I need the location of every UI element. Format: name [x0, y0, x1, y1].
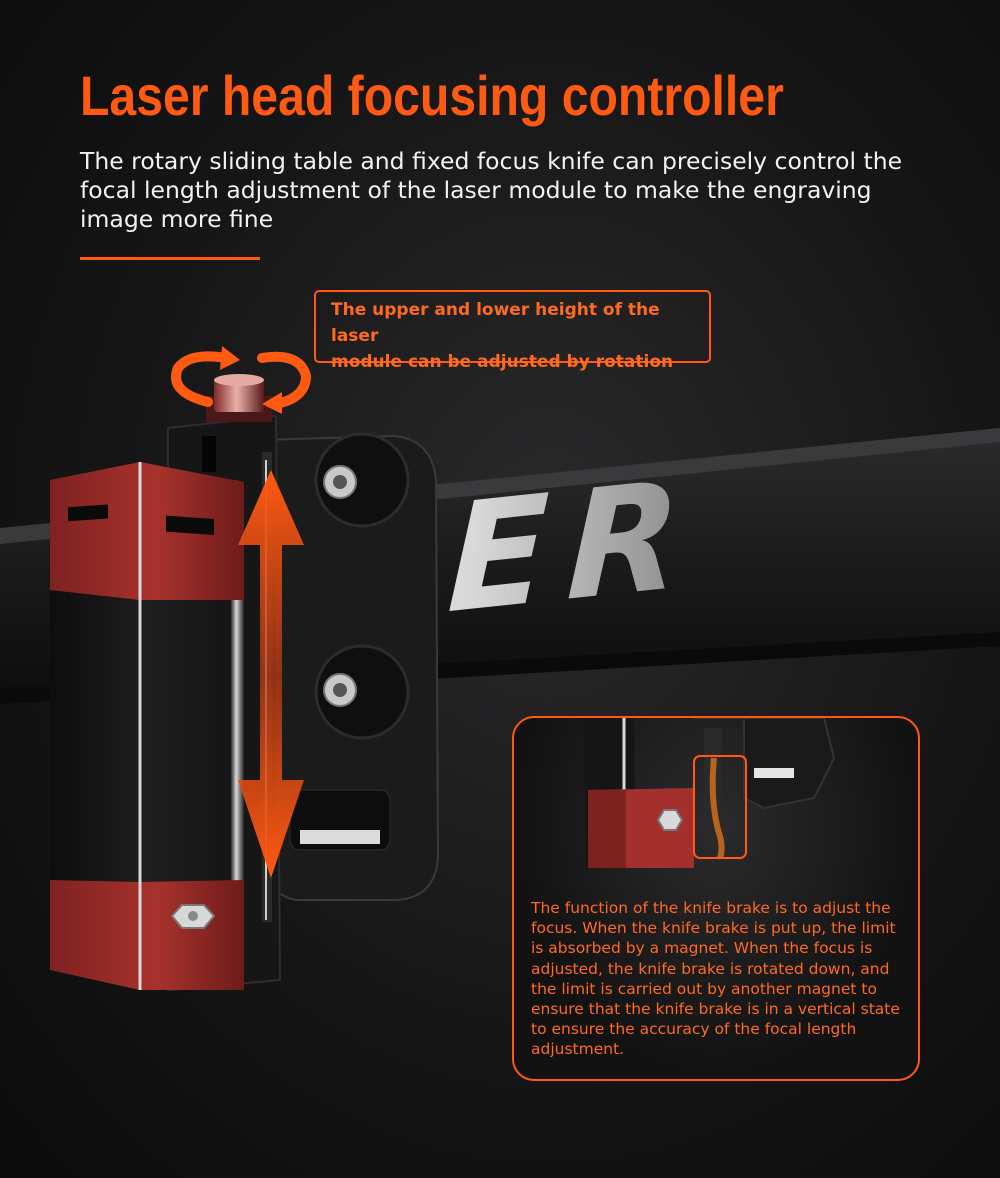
- rotation-arrows-icon: [171, 346, 312, 414]
- rotation-callout-line-2: module can be adjusted by rotation: [331, 352, 674, 372]
- knife-brake-inset: The function of the knife brake is to ad…: [512, 716, 920, 1081]
- knife-brake-highlight: [693, 755, 747, 859]
- page-title: Laser head focusing controller: [80, 64, 784, 127]
- rotation-callout-line-1: The upper and lower height of the laser: [331, 300, 660, 346]
- upper-wheel: [314, 432, 410, 528]
- laser-module: [50, 462, 244, 990]
- knife-brake-description: The function of the knife brake is to ad…: [531, 899, 900, 1059]
- lower-wheel: [314, 644, 410, 740]
- focus-knob: [206, 374, 272, 422]
- title-divider: [80, 257, 260, 260]
- height-adjust-arrow-icon: [238, 470, 304, 878]
- knife-brake-closeup: [584, 718, 836, 868]
- page-subtitle: The rotary sliding table and fixed focus…: [80, 147, 903, 233]
- rotation-callout: The upper and lower height of the laser …: [314, 290, 711, 372]
